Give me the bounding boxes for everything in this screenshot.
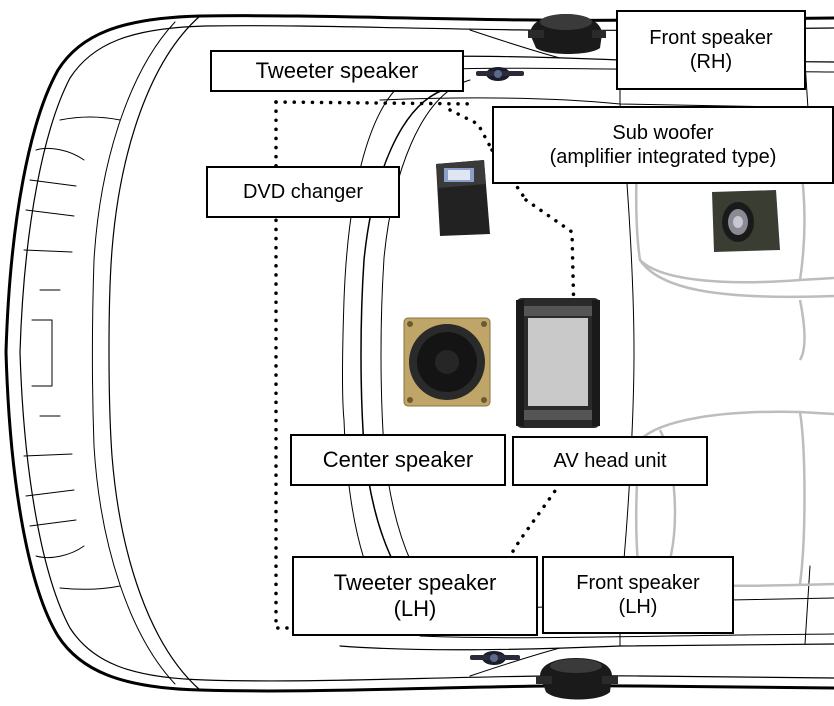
- label-center-speaker: Center speaker: [290, 434, 506, 486]
- subwoofer-icon: [712, 190, 780, 252]
- label-tweeter-speaker-rh-text: Tweeter speaker: [255, 57, 419, 83]
- label-front-speaker-rh-line2: (RH): [689, 51, 733, 73]
- label-dvd-changer-text: DVD changer: [242, 181, 364, 203]
- label-front-speaker-rh: Front speaker (RH): [616, 10, 806, 90]
- label-center-speaker-text: Center speaker: [322, 446, 474, 472]
- front-speaker-rh-icon: [528, 14, 606, 54]
- front-speaker-lh-icon: [536, 658, 618, 700]
- label-subwoofer: Sub woofer (amplifier integrated type): [492, 106, 834, 184]
- label-front-speaker-lh: Front speaker (LH): [542, 556, 734, 634]
- tweeter-speaker-lh-icon: [470, 651, 520, 665]
- av-head-unit-icon: [516, 298, 600, 428]
- label-dvd-changer: DVD changer: [206, 166, 400, 218]
- label-subwoofer-line1: Sub woofer: [612, 122, 714, 144]
- label-front-speaker-lh-line2: (LH): [618, 596, 658, 618]
- label-tweeter-speaker-lh-line1: Tweeter speaker: [333, 569, 497, 595]
- label-front-speaker-rh-line1: Front speaker: [649, 27, 773, 49]
- label-subwoofer-line2: (amplifier integrated type): [549, 146, 777, 168]
- tweeter-speaker-rh-icon: [476, 67, 524, 81]
- label-tweeter-speaker-lh-line2: (LH): [393, 596, 437, 621]
- label-front-speaker-lh-line1: Front speaker: [576, 572, 700, 594]
- center-speaker-icon: [403, 317, 491, 407]
- label-av-head-unit: AV head unit: [512, 436, 708, 486]
- label-av-head-unit-text: AV head unit: [553, 450, 667, 472]
- label-tweeter-speaker-lh: Tweeter speaker (LH): [292, 556, 538, 636]
- dvd-changer-icon: [436, 160, 490, 236]
- label-tweeter-speaker-rh: Tweeter speaker: [210, 50, 464, 92]
